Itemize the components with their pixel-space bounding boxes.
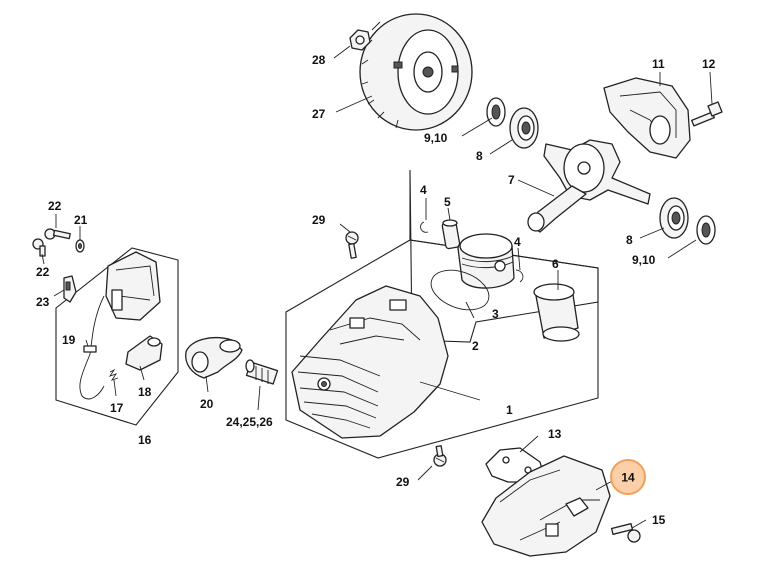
highlight-label: 14	[621, 471, 635, 485]
callout-8-upper: 8	[476, 149, 483, 163]
callout-20: 20	[200, 397, 214, 411]
oil-seal-upper-part	[486, 97, 506, 127]
piston-pin-retainer-upper-part	[420, 221, 429, 233]
crankshaft-part	[527, 139, 651, 233]
callout-17: 17	[110, 401, 124, 415]
callout-9-10-upper: 9,10	[424, 131, 448, 145]
oil-seal-lower-part	[696, 215, 716, 245]
cylinder-liner-part	[533, 283, 580, 342]
decompression-valve-part	[245, 359, 279, 385]
piston-ring-part	[430, 269, 490, 311]
piston-part	[457, 233, 515, 289]
muffler-part	[481, 455, 611, 557]
crankcase-bolt-part	[691, 101, 723, 127]
ignition-lead-part	[79, 295, 105, 400]
muffler-screw-part	[610, 523, 641, 543]
callout-24-25-26: 24,25,26	[226, 415, 273, 429]
callout-4-upper: 4	[420, 183, 427, 197]
callout-23: 23	[36, 295, 50, 309]
callout-22-upper: 22	[48, 199, 62, 213]
callout-12: 12	[702, 57, 716, 71]
leader-lines	[41, 45, 713, 529]
callout-3: 3	[492, 307, 499, 321]
callout-18: 18	[138, 385, 152, 399]
intake-manifold-part	[185, 337, 243, 379]
callout-22-lower: 22	[36, 265, 50, 279]
piston-pin-retainer-lower-part	[515, 269, 524, 283]
crankcase-part	[603, 77, 691, 159]
spring-part	[108, 368, 119, 381]
ball-bearing-lower-part	[659, 197, 689, 239]
ignition-assembly-frame	[55, 247, 179, 426]
callout-19: 19	[62, 333, 76, 347]
flywheel-part	[359, 13, 473, 131]
washer-part	[75, 239, 85, 253]
callout-1: 1	[506, 403, 513, 417]
callout-28: 28	[312, 53, 326, 67]
callout-5: 5	[444, 195, 451, 209]
callout-29-lower: 29	[396, 475, 410, 489]
callout-27: 27	[312, 107, 326, 121]
ball-bearing-upper-part	[509, 107, 539, 149]
short-circuit-wire-part	[63, 275, 77, 303]
callout-6: 6	[552, 257, 559, 271]
callout-4-lower: 4	[514, 235, 521, 249]
ignition-screw-lower-part	[32, 238, 46, 257]
spark-plug-boot-part	[125, 335, 163, 371]
hose-clip-part	[83, 345, 97, 353]
cylinder-screw-lower-part	[433, 445, 447, 467]
callout-7: 7	[508, 173, 515, 187]
callout-29-upper: 29	[312, 213, 326, 227]
cylinder-part	[291, 285, 449, 439]
callout-15: 15	[652, 513, 666, 527]
callout-21: 21	[74, 213, 88, 227]
callout-9-10-lower: 9,10	[632, 253, 656, 267]
callout-16: 16	[138, 433, 152, 447]
callout-11: 11	[652, 57, 665, 71]
ignition-module-part	[105, 251, 161, 321]
piston-pin-part	[441, 219, 461, 250]
flywheel-nut-part	[349, 29, 371, 51]
highlighted-callout-14[interactable]: 14	[610, 459, 646, 495]
ignition-screw-upper-part	[44, 228, 71, 240]
highlight-circle	[610, 459, 646, 495]
callout-13: 13	[548, 427, 562, 441]
callout-2: 2	[472, 339, 479, 353]
callout-8-lower: 8	[626, 233, 633, 247]
cylinder-screw-upper-part	[345, 231, 359, 259]
